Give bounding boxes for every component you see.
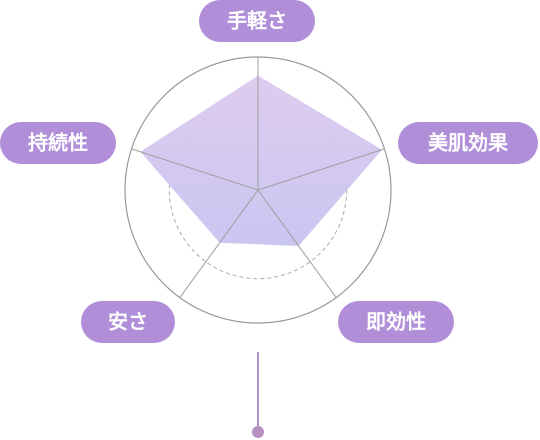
radar-spoke bbox=[257, 189, 337, 298]
axis-label: 持続性 bbox=[28, 131, 88, 155]
axis-label: 手軽さ bbox=[227, 9, 287, 33]
radar-spokes bbox=[131, 57, 385, 298]
pin-dot bbox=[252, 426, 264, 438]
axis-label-bg bbox=[0, 122, 116, 164]
axis-label-bg bbox=[199, 0, 315, 42]
axis-label-pill: 安さ bbox=[81, 301, 175, 343]
axis-label-pill: 即効性 bbox=[338, 301, 454, 343]
axis-label-bg bbox=[398, 122, 538, 164]
axis-label: 即効性 bbox=[366, 310, 426, 334]
axis-label-pill: 手軽さ bbox=[199, 0, 315, 42]
radar-area bbox=[140, 75, 382, 246]
radar-area-layer bbox=[140, 75, 382, 246]
axis-label-bg bbox=[81, 301, 175, 343]
pin-marker bbox=[252, 352, 264, 438]
axis-label-pill: 美肌効果 bbox=[398, 122, 538, 164]
axis-label-pill: 持続性 bbox=[0, 122, 116, 164]
radar-spoke bbox=[257, 148, 385, 191]
axis-label: 安さ bbox=[108, 310, 148, 334]
axis-label-bg bbox=[338, 301, 454, 343]
axis-label: 美肌効果 bbox=[428, 131, 508, 155]
radar-spoke bbox=[179, 189, 259, 298]
radar-spoke bbox=[131, 148, 259, 191]
